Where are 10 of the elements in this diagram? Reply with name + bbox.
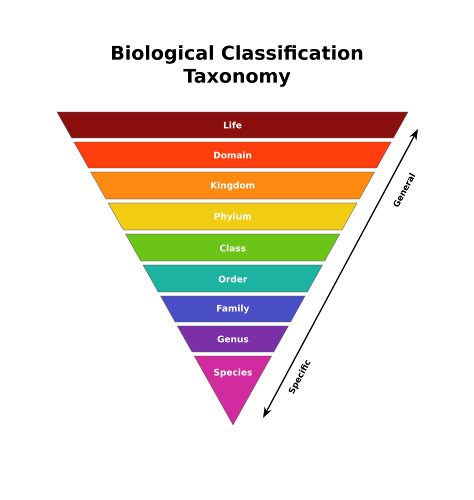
taxonomy-band: Genus — [177, 326, 289, 352]
taxonomy-band: Order — [142, 264, 323, 292]
taxonomy-band: Class — [125, 234, 340, 262]
taxonomy-band: Life — [56, 112, 408, 138]
taxonomy-band: Species — [194, 356, 272, 426]
title: Biological Classification Taxonomy — [112, 45, 362, 87]
taxonomy-band: Kingdom — [90, 172, 375, 200]
taxonomy-band: Phylum — [108, 202, 358, 230]
taxonomy-band: Domain — [74, 142, 392, 168]
taxonomy-band: Family — [160, 296, 306, 322]
